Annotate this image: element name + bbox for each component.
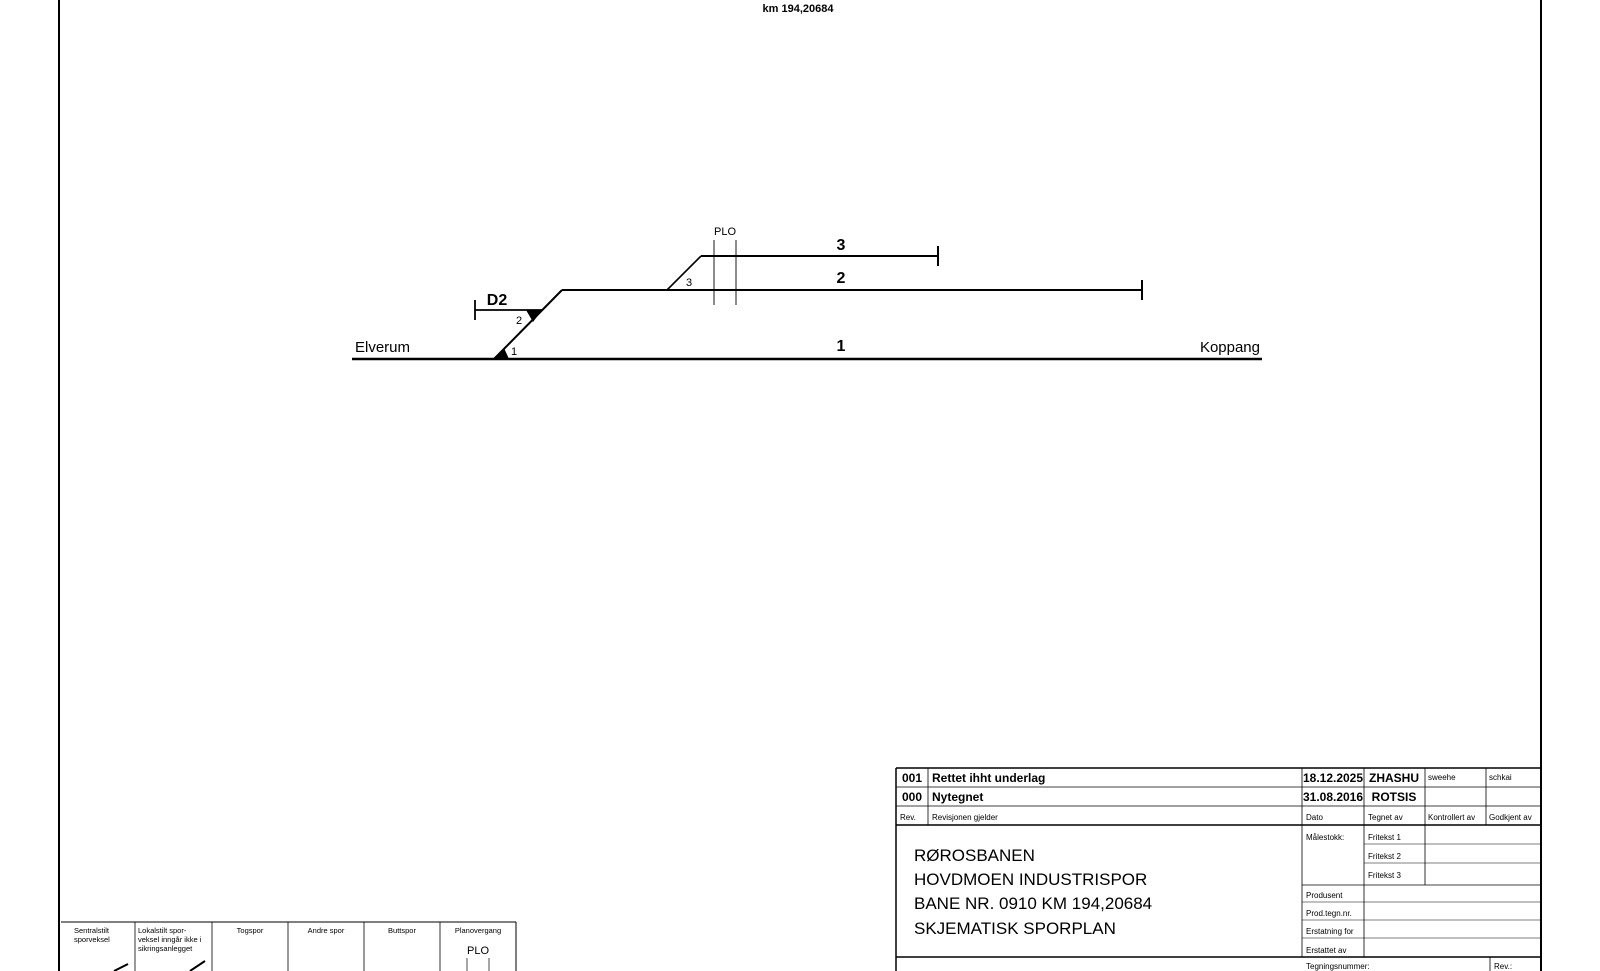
legend-table: Sentralstilt sporveksel Lokalstilt spor-…: [61, 921, 517, 971]
revision-row-2-drawn-by: ROTSIS: [1372, 790, 1417, 804]
track-d2-label: D2: [487, 292, 508, 309]
fritekst-3-label: Fritekst 3: [1368, 871, 1401, 880]
track-3-label: 3: [837, 237, 846, 254]
revision-row-1-approved-by: schkai: [1489, 773, 1512, 782]
fritekst-2-label: Fritekst 2: [1368, 852, 1401, 861]
rev-footer-label: Rev.:: [1494, 962, 1512, 971]
revision-row-1-description: Rettet ihht underlag: [932, 771, 1045, 785]
track-1-label: 1: [837, 338, 846, 355]
legend-dead-end-track: Buttspor: [388, 926, 416, 935]
legend-central-switch: Sentralstilt sporveksel: [74, 926, 111, 944]
track-2-label: 2: [837, 270, 846, 287]
scale-label: Målestokk:: [1306, 833, 1344, 842]
legend-central-switch-symbol: [113, 963, 129, 971]
header-drawn-by: Tegnet av: [1368, 813, 1403, 822]
header-date: Dato: [1306, 813, 1323, 822]
legend-train-track: Togspor: [237, 926, 264, 935]
revision-row-1-drawn-by: ZHASHU: [1369, 771, 1419, 785]
switch-2-label: 2: [516, 315, 522, 327]
legend-plo-symbol-label: PLO: [467, 945, 489, 957]
switch-3-label: 3: [686, 277, 692, 289]
title-line-4: SKJEMATISK SPORPLAN: [914, 919, 1116, 938]
header-checked-by: Kontrollert av: [1428, 813, 1475, 822]
header-description: Revisjonen gjelder: [932, 813, 998, 822]
switch-1-label: 1: [511, 346, 517, 358]
legend-other-track: Andre spor: [308, 926, 345, 935]
produsent-label: Produsent: [1306, 891, 1343, 900]
revision-row-2-rev: 000: [902, 790, 922, 804]
east-station-label: Koppang: [1200, 339, 1260, 356]
erstatning-for-label: Erstatning for: [1306, 927, 1354, 936]
legend-local-switch-symbol: [189, 960, 206, 971]
erstattet-av-label: Erstattet av: [1306, 946, 1346, 955]
revision-row-2-date: 31.08.2016: [1303, 790, 1363, 804]
title-line-3: BANE NR. 0910 KM 194,20684: [914, 894, 1152, 913]
level-crossing-label: PLO: [714, 226, 736, 238]
revision-row-1-date: 18.12.2025: [1303, 771, 1363, 785]
km-label: km 194,20684: [763, 3, 835, 15]
tegningsnummer-label: Tegningsnummer:: [1306, 962, 1370, 971]
switch-1-diverging-line: [493, 289, 563, 360]
revision-row-2-description: Nytegnet: [932, 790, 983, 804]
switch-2-symbol: [526, 310, 542, 322]
title-block: 001 Rettet ihht underlag 18.12.2025 ZHAS…: [895, 767, 1541, 971]
legend-local-switch: Lokalstilt spor- veksel inngår ikke i si…: [138, 926, 203, 953]
switch-3-diverging-line: [666, 255, 702, 291]
switch-1-symbol: [494, 348, 509, 359]
title-line-2: HOVDMOEN INDUSTRISPOR: [914, 870, 1147, 889]
fritekst-1-label: Fritekst 1: [1368, 833, 1401, 842]
revision-row-1-checked-by: sweehe: [1428, 773, 1456, 782]
revision-row-1-rev: 001: [902, 771, 922, 785]
west-station-label: Elverum: [355, 339, 410, 356]
header-rev: Rev.: [900, 813, 916, 822]
prod-tegn-nr-label: Prod.tegn.nr.: [1306, 909, 1352, 918]
track-plan: PLO 1 2 3 D2 1 2 3 Elverum Koppang: [352, 226, 1262, 361]
legend-level-crossing: Planovergang: [455, 926, 501, 935]
header-approved-by: Godkjent av: [1489, 813, 1532, 822]
title-line-1: RØROSBANEN: [914, 846, 1035, 865]
